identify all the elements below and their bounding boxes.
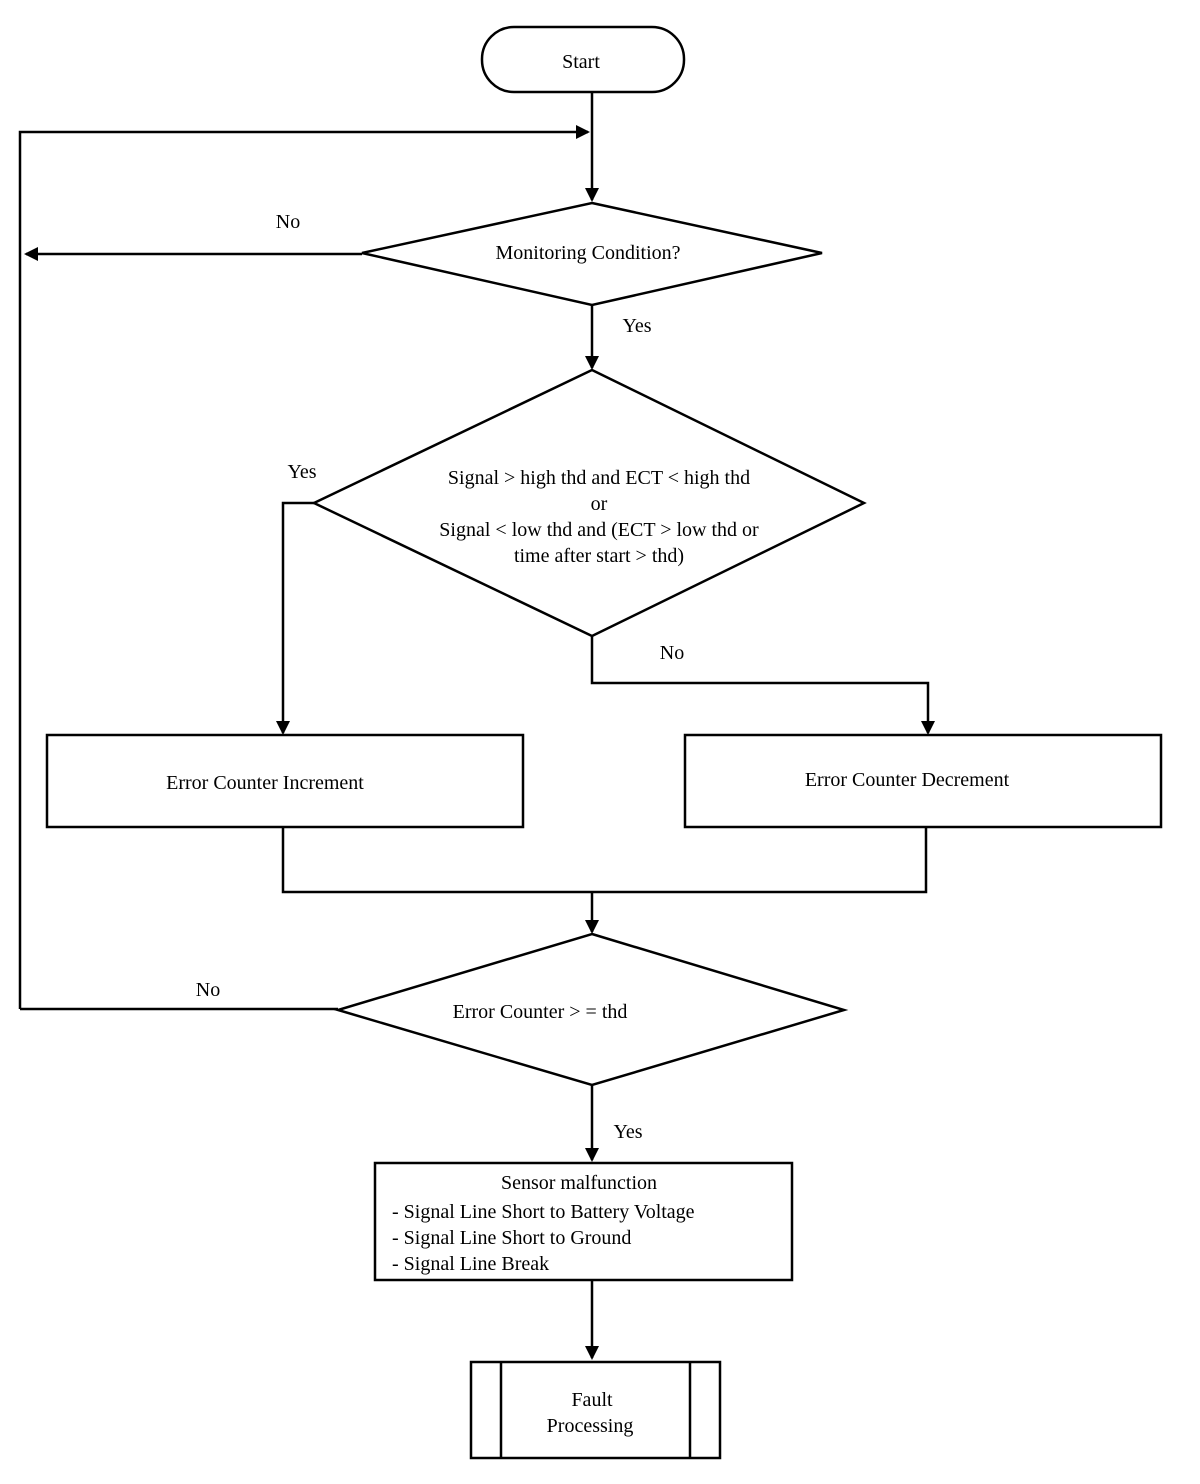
start-terminal: [480, 25, 686, 94]
signal-decision: [311, 368, 867, 638]
signal-condition-line-4: time after start > thd): [513, 545, 685, 567]
malfunction-box: [373, 1161, 794, 1282]
monitoring-no-label: No: [275, 211, 301, 233]
start-label: Start: [562, 51, 600, 73]
arrow-signal-no: [590, 636, 935, 735]
increment-label: Error Counter Increment: [166, 772, 364, 794]
signal-yes-label: Yes: [287, 461, 317, 483]
monitoring-label: Monitoring Condition?: [495, 242, 681, 264]
malfunction-item: - Signal Line Short to Ground: [392, 1227, 632, 1249]
signal-condition-line-2: or: [590, 493, 608, 515]
malfunction-item: - Signal Line Break: [392, 1253, 550, 1275]
malfunction-title: Sensor malfunction: [500, 1172, 658, 1194]
counter-yes-label: Yes: [613, 1121, 643, 1143]
signal-condition-line-3: Signal < low thd and (ECT > low thd or: [439, 519, 759, 541]
loop-back-line: [18, 125, 590, 1009]
decrement-label: Error Counter Decrement: [804, 769, 1010, 791]
decrement-box: [683, 733, 1163, 829]
fault-box: [469, 1360, 722, 1460]
fault-label-line-2: Processing: [546, 1415, 634, 1437]
signal-condition-line-1: Signal > high thd and ECT < high thd: [447, 467, 751, 489]
counter-label: Error Counter > = thd: [452, 1001, 628, 1023]
arrow-signal-yes: [276, 501, 314, 735]
merge-line: [281, 827, 928, 894]
malfunction-item: - Signal Line Short to Battery Voltage: [392, 1201, 695, 1223]
increment-box: [45, 733, 525, 829]
counter-no-label: No: [195, 979, 221, 1001]
fault-label-line-1: Fault: [571, 1389, 613, 1411]
monitoring-yes-label: Yes: [622, 315, 652, 337]
signal-no-label: No: [659, 642, 685, 664]
